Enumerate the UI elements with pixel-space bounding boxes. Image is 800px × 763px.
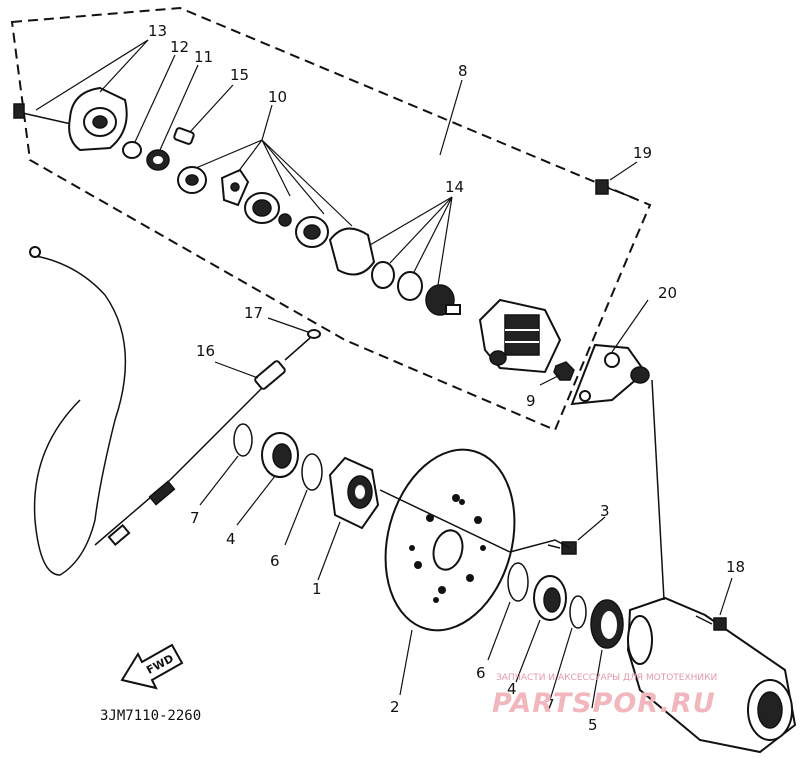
seal-14b — [397, 271, 423, 301]
fwd-arrow-icon: FWD — [120, 643, 184, 690]
callout-18: 18 — [726, 558, 745, 576]
piston-14 — [425, 284, 461, 316]
callout-1: 1 — [312, 580, 322, 598]
callout-6a: 6 — [270, 552, 280, 570]
brake-cable-16 — [29, 246, 311, 576]
circlip-7b — [569, 595, 587, 629]
callout-20: 20 — [658, 284, 677, 302]
o-ring-17 — [307, 329, 321, 339]
axle-housing — [626, 596, 797, 754]
alignment-line-disc — [379, 489, 511, 553]
pin-15 — [173, 127, 195, 145]
washer-10 — [278, 213, 292, 227]
o-ring-6b — [507, 562, 529, 602]
callout-12: 12 — [170, 38, 189, 56]
callout-7b: 7 — [545, 696, 555, 714]
seal-14a — [371, 261, 395, 289]
seal-4a — [261, 432, 299, 478]
bolt-18 — [695, 615, 727, 631]
hub-1 — [328, 456, 380, 530]
brake-disc-2 — [384, 448, 516, 632]
circlip-7a — [233, 423, 253, 457]
callout-14: 14 — [445, 178, 464, 196]
callout-4a: 4 — [226, 530, 236, 548]
leader-lines — [35, 39, 733, 709]
callout-8: 8 — [458, 62, 468, 80]
ring-10 — [244, 192, 280, 224]
callout-11: 11 — [194, 48, 213, 66]
washer-12 — [122, 141, 142, 159]
callout-17: 17 — [244, 304, 263, 322]
seal-4b — [533, 575, 567, 621]
watermark-line2: PARTSPOR.RU — [492, 688, 716, 719]
oil-seal-5 — [590, 599, 624, 649]
alignment-line-bolt — [509, 539, 571, 553]
callout-9: 9 — [526, 392, 536, 410]
bolt-19 — [595, 179, 635, 199]
lever-10 — [220, 168, 250, 207]
o-ring-6a — [301, 453, 323, 491]
alignment-line-bracket — [651, 379, 665, 601]
assembly-outline — [10, 6, 652, 432]
nut-9 — [553, 361, 575, 381]
gasket-14 — [328, 227, 376, 276]
gear-11 — [146, 149, 170, 171]
callout-15: 15 — [230, 66, 249, 84]
callout-3: 3 — [600, 502, 610, 520]
callout-19: 19 — [633, 144, 652, 162]
callout-10: 10 — [268, 88, 287, 106]
bracket-20 — [570, 343, 650, 406]
callout-2: 2 — [390, 698, 400, 716]
callout-4b: 4 — [507, 680, 517, 698]
caliper-body — [478, 298, 562, 374]
bearing-10 — [295, 216, 329, 248]
callout-16: 16 — [196, 342, 215, 360]
callout-5: 5 — [588, 716, 598, 734]
callout-6b: 6 — [476, 664, 486, 682]
spring-10 — [177, 166, 207, 194]
callout-7a: 7 — [190, 509, 200, 527]
watermark-line1: ЗАПЧАСТИ И АКСЕССУАРЫ ДЛЯ МОТОТЕХНИКИ — [496, 673, 717, 683]
caliper-cover-13 — [68, 86, 128, 152]
part-code: 3JM7110-2260 — [100, 708, 201, 724]
callout-13: 13 — [148, 22, 167, 40]
